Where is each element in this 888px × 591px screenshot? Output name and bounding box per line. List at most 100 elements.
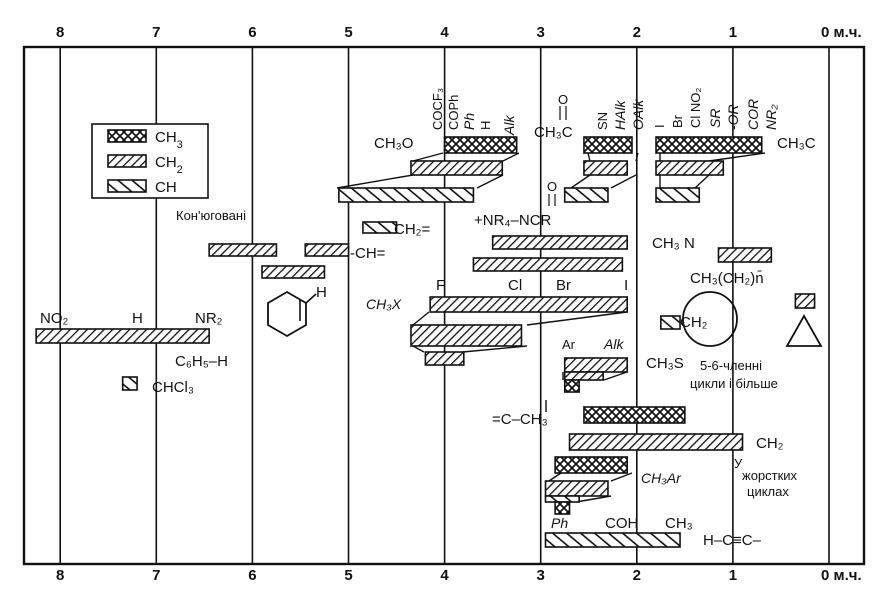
tick-label: 3 <box>537 24 545 41</box>
bar-s-ch3s <box>563 357 628 373</box>
label-cycl-ch2: CH₂ <box>680 314 708 331</box>
bar-conj-2 <box>304 243 350 257</box>
tick-label: 6 <box>248 567 256 584</box>
label-ch3-bottom: CH₃ <box>665 515 693 532</box>
legend-label-ch: CH <box>155 179 177 196</box>
tick-label: 4 <box>440 567 449 584</box>
bar-ar-ch <box>544 495 580 503</box>
tick-label: 8 <box>56 24 64 41</box>
tick-label: 5 <box>344 24 352 41</box>
bar-s-ch <box>563 187 609 203</box>
group-labels: CH₃O O CH₃C CH₃C Кон'юговані CH₂= -CH= O… <box>40 92 816 549</box>
bar-conj-3 <box>261 265 326 279</box>
tick-label: 0 м.ч. <box>821 567 862 584</box>
label-ar: Ar <box>562 337 576 352</box>
label-conjugated: Кон'юговані <box>176 208 246 223</box>
bar-n-ch2 <box>472 257 624 272</box>
label-ch2eq: CH₂= <box>394 221 430 238</box>
tick-label: 0 м.ч. <box>821 24 862 41</box>
bar-ar-tail <box>554 501 571 515</box>
tick-label: 1 <box>729 567 737 584</box>
label-x-i: I <box>624 277 628 294</box>
label-ch3s: CH₃S <box>646 355 684 372</box>
bar-cycl-small <box>794 293 816 309</box>
label-ch3n: CH₃ N <box>652 235 695 252</box>
label-halk: HAlk <box>612 99 628 130</box>
bar-ar-ch3 <box>554 456 628 474</box>
bar-cc-ch3 <box>583 406 686 424</box>
structure-drawings <box>267 290 823 347</box>
bar-x-ch <box>424 351 465 366</box>
label-no2: NO₂ <box>40 310 69 327</box>
label-carbonyl-o1: O <box>558 92 568 107</box>
bar-alkyne <box>544 532 681 548</box>
bar-n-ch3 <box>491 235 628 250</box>
label-nr2-v: NR₂ <box>763 104 779 130</box>
grid-lines <box>59 47 830 564</box>
bar-s-ch2 <box>583 160 628 176</box>
bar-x-ch3 <box>429 296 628 313</box>
bar-ch3o-ch3 <box>443 136 518 154</box>
label-x-br: Br <box>556 277 571 294</box>
label-sr: SR <box>707 109 723 128</box>
label-br-v: Br <box>670 114 685 128</box>
tick-label: 2 <box>633 567 641 584</box>
label-rigid-1: жорстких <box>742 468 798 483</box>
label-clno2: Cl NO₂ <box>688 88 703 128</box>
label-ph: Ph <box>551 515 568 531</box>
bar-c6h5 <box>35 328 210 344</box>
cyclopropane-icon <box>785 314 823 347</box>
bar-ch3c-ch2 <box>655 160 725 176</box>
label-coh: COH <box>605 515 638 532</box>
label-coph: COPh <box>446 95 461 130</box>
label-h-v: H <box>478 121 493 130</box>
bar-ch3c-ch3 <box>655 136 763 154</box>
label-c-ch3: =C–CH₃ <box>492 411 548 428</box>
bar-rigid-ch2 <box>568 433 744 451</box>
bar-ch3o-ch2 <box>410 160 504 176</box>
legend-label-ch2: CH2 <box>155 154 183 176</box>
tick-label: 7 <box>152 24 160 41</box>
label-ch3c-right: CH₃C <box>777 135 816 152</box>
legend-swatch-ch <box>107 179 147 193</box>
bar-s-chs <box>563 379 580 393</box>
label-sn: SN <box>595 112 610 130</box>
label-x-f: F <box>436 277 445 294</box>
bar-connectors <box>336 152 766 503</box>
label-cycl-text1: 5-6-членні <box>700 358 762 373</box>
label-h-benzene: H <box>132 310 143 327</box>
tick-label: 8 <box>56 567 64 584</box>
label-ch3c-left: CH₃C <box>534 124 573 141</box>
legend: CH3 CH2 CH <box>91 123 209 199</box>
substituent-labels: COCF₃ COPh Ph H Alk SN HAlk OAlk I Br Cl… <box>430 88 779 136</box>
label-cor: COR <box>745 99 761 130</box>
label-alkyne: H–C≡C– <box>703 532 762 549</box>
bar-ch3c-ch <box>655 187 701 203</box>
label-ph-v: Ph <box>461 113 477 130</box>
tick-label: 6 <box>248 24 256 41</box>
bar-s-ch2s <box>563 371 604 381</box>
label-alk-v: Alk <box>501 115 517 136</box>
bar-ch3o-ch <box>338 187 475 203</box>
label-ch3ar: CH₃Ar <box>641 470 682 486</box>
tick-label: 5 <box>344 567 352 584</box>
label-ch3o: CH₃O <box>374 135 413 152</box>
label-ch-eq: -CH= <box>350 245 386 262</box>
bar-ar-ch2 <box>544 480 609 497</box>
label-c6h5h: C₆H₅–H <box>175 353 228 370</box>
label-oalk: OAlk <box>630 99 646 130</box>
label-rigid-u: У <box>734 456 743 471</box>
label-or: -OR <box>725 104 741 130</box>
bar-ch2eq <box>362 221 398 234</box>
tick-label: 3 <box>537 567 545 584</box>
bar-cycl-ch2 <box>660 315 681 330</box>
shift-bars <box>35 136 816 548</box>
label-rigid-2: циклах <box>747 484 789 499</box>
label-nr2: NR₂ <box>195 310 223 327</box>
tick-label: 1 <box>729 24 737 41</box>
legend-label-ch3: CH3 <box>155 129 183 151</box>
legend-swatch-ch2 <box>107 154 147 168</box>
